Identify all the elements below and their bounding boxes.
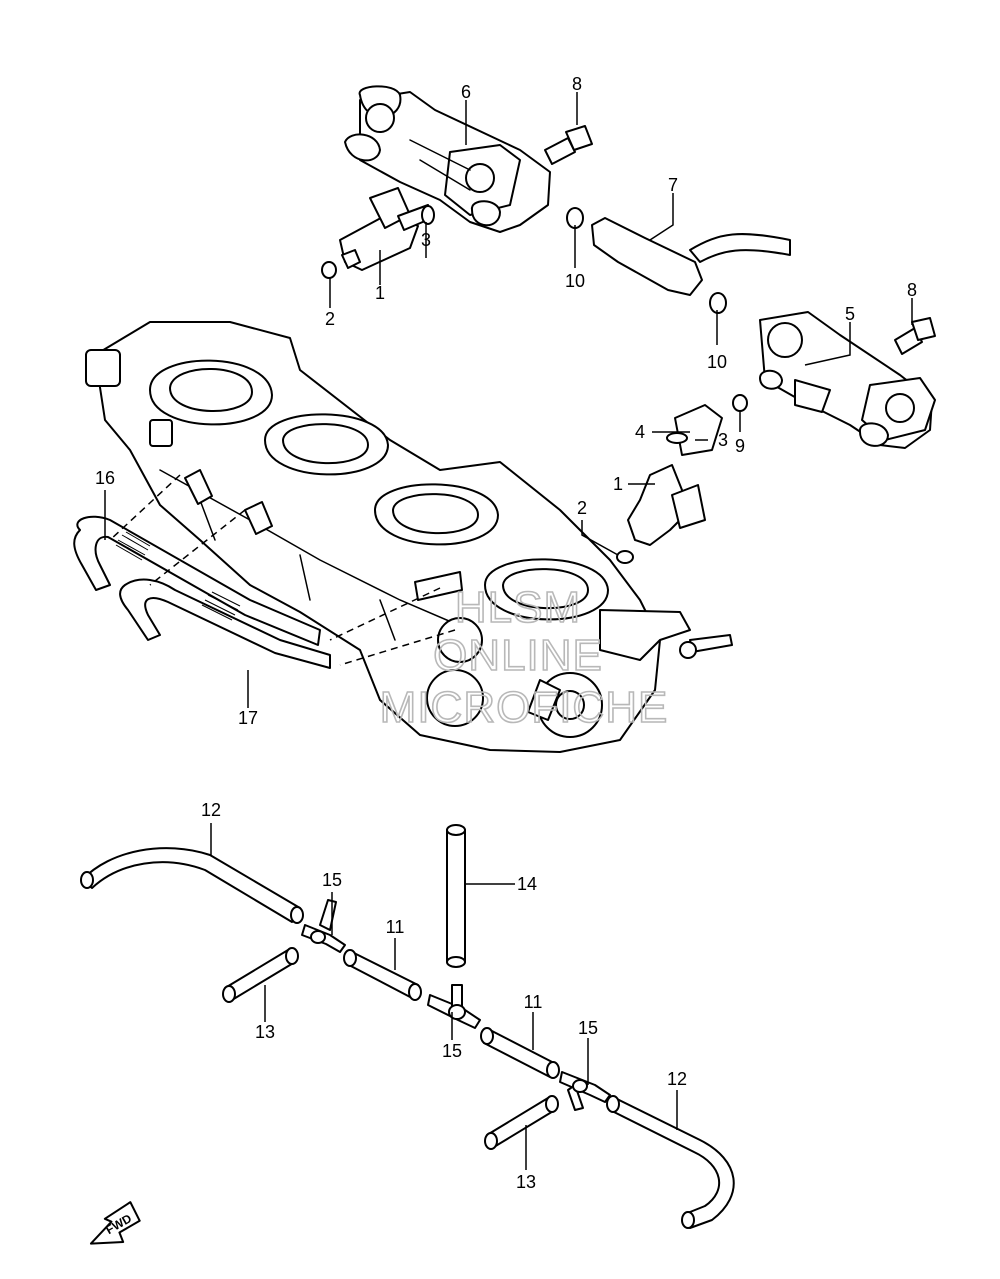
watermark-line-1: HLSM xyxy=(455,583,581,632)
callout-10-lower: 10 xyxy=(707,352,727,372)
callout-16: 16 xyxy=(95,468,115,488)
injector-upper xyxy=(321,187,435,279)
injector-cushion xyxy=(666,394,748,456)
callout-11-left: 11 xyxy=(386,917,405,937)
bolt-right xyxy=(894,317,936,355)
vacuum-hoses xyxy=(73,474,456,669)
callout-labels: 6 8 7 3 1 2 10 10 8 5 9 4 3 1 2 16 17 12… xyxy=(95,74,917,1192)
joint-15-center xyxy=(427,984,481,1029)
hose-11-right xyxy=(480,1027,560,1079)
callout-12-left: 12 xyxy=(201,800,221,820)
hose-13-left xyxy=(222,947,299,1003)
callout-12-right: 12 xyxy=(667,1069,687,1089)
joint-15-right xyxy=(559,1071,611,1111)
throttle-body xyxy=(85,321,733,753)
callout-5: 5 xyxy=(845,304,855,324)
callout-17: 17 xyxy=(238,708,258,728)
callout-3-lower: 3 xyxy=(718,430,728,450)
watermark: HLSM ONLINE MICROFICHE xyxy=(379,582,669,733)
callout-15-right: 15 xyxy=(578,1018,598,1038)
injector-lower xyxy=(616,464,706,564)
bolt-upper xyxy=(544,125,593,165)
callout-9: 9 xyxy=(735,436,745,456)
leader-lines xyxy=(104,92,913,1170)
callout-13-left: 13 xyxy=(255,1022,275,1042)
hose-14 xyxy=(446,824,466,968)
callout-15-left: 15 xyxy=(322,870,342,890)
fuel-delivery-pipe-upper xyxy=(344,85,551,233)
callout-8-right: 8 xyxy=(907,280,917,300)
callout-6: 6 xyxy=(461,82,471,102)
hose-sleeve-16 xyxy=(115,531,151,561)
callout-11-right: 11 xyxy=(524,992,543,1012)
hose-sleeve-17 xyxy=(201,591,241,621)
watermark-line-2: ONLINE xyxy=(433,631,603,680)
callout-7: 7 xyxy=(668,175,678,195)
fuel-delivery-pipe-lower xyxy=(759,311,936,449)
callout-15-center: 15 xyxy=(442,1041,462,1061)
callout-1-upper: 1 xyxy=(375,283,385,303)
hose-12-right xyxy=(606,1095,735,1229)
callout-8-upper: 8 xyxy=(572,74,582,94)
callout-14: 14 xyxy=(517,874,537,894)
hose-13-right xyxy=(484,1095,559,1150)
callout-4: 4 xyxy=(635,422,645,442)
forward-direction-arrow: FWD xyxy=(89,1201,141,1245)
callout-13-right: 13 xyxy=(516,1172,536,1192)
callout-1-lower: 1 xyxy=(613,474,623,494)
hose-12-left xyxy=(80,847,304,924)
callout-10-upper: 10 xyxy=(565,271,585,291)
callout-2-upper: 2 xyxy=(325,309,335,329)
watermark-line-3: MICROFICHE xyxy=(380,683,669,732)
hose-11-left xyxy=(343,949,422,1001)
joint-15-left xyxy=(301,899,346,953)
callout-3-upper: 3 xyxy=(421,230,431,250)
fuel-feed-pipe xyxy=(566,207,791,314)
callout-2-lower: 2 xyxy=(577,498,587,518)
